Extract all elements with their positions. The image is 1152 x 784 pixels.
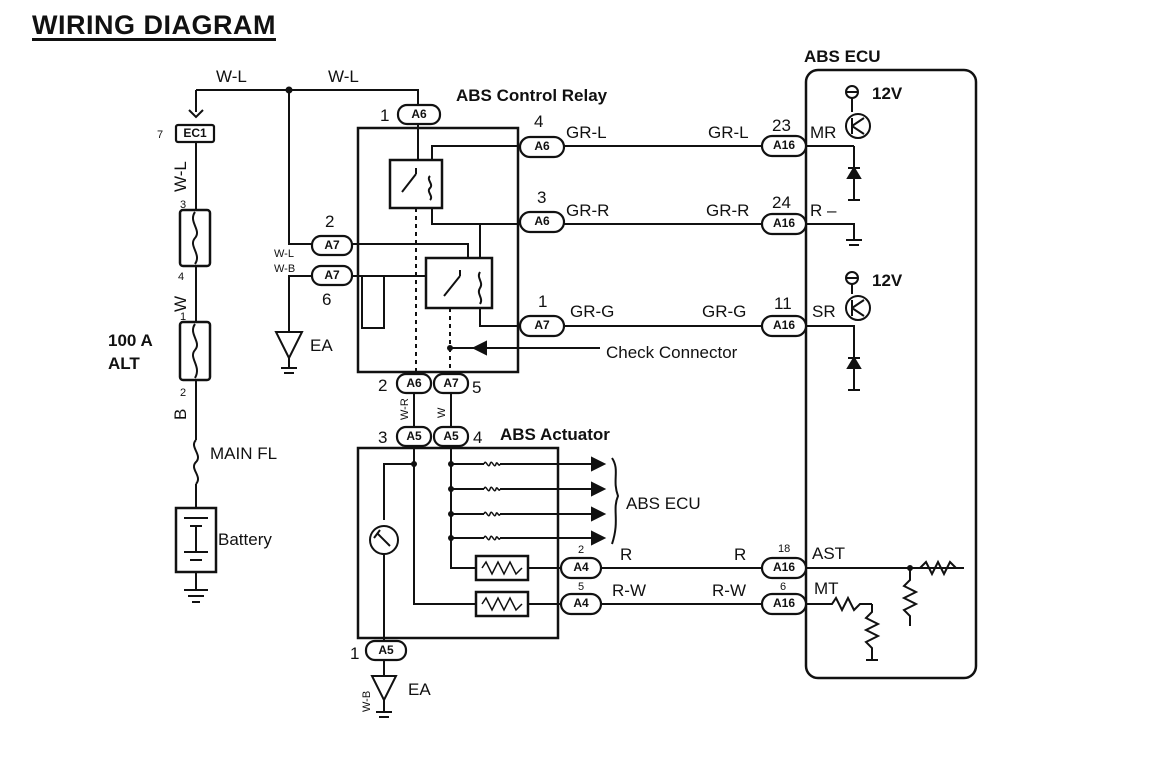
pin-relay-a6-4: 4 [534,112,543,131]
r-minus-label: R – [810,201,837,220]
actuator-title: ABS Actuator [500,425,610,444]
wire-fuse-to-alt: W [171,296,190,312]
sr-label: SR [812,302,836,321]
v12-sr-label: 12V [872,271,903,290]
wire-r-w-left: R-W [612,581,646,600]
relay-title: ABS Control Relay [456,86,608,105]
relay-a6-top-label: A6 [411,107,427,121]
wire-gr-r-left: GR-R [566,201,609,220]
relay-a7-1-label: A7 [534,318,550,332]
wire-a7-5-down: W [436,407,448,418]
wire-top-left: W-L [216,67,247,86]
check-connector-label: Check Connector [606,343,738,362]
relay-a7-left-upper-connector [310,234,354,257]
pin-ecu-mt: 6 [780,581,786,593]
wire-a6-2-down: W-R [399,398,411,420]
pin-relay-a7-left-lower: 6 [322,290,331,309]
mr-label: MR [810,123,836,142]
ea-actuator-label: EA [408,680,431,699]
ecu-title: ABS ECU [804,47,881,66]
wire-r-right: R [734,545,746,564]
main-fusible-link [193,439,199,485]
pin-ecu-ast: 18 [778,543,790,555]
act-a5-top-label: A5 [406,429,422,443]
relay-a6-bottom-label: A6 [406,376,422,390]
pin-act-a5-bottom: 1 [350,644,359,663]
abs-ecu-box [804,68,978,680]
page-title: WIRING DIAGRAM [32,10,276,40]
wire-gr-g-left: GR-G [570,302,614,321]
wire-relay-a7-lower: W-B [274,263,295,275]
main-fl-label: MAIN FL [210,444,277,463]
v12-mr-label: 12V [872,84,903,103]
pin-ecu-mr: 23 [772,116,791,135]
wire-r-w-right: R-W [712,581,746,600]
act-a5-right-label: A5 [443,429,459,443]
mt-label: MT [814,579,839,598]
ground-ea-actuator [370,675,398,703]
act-a5-bottom-connector [364,639,408,662]
pin-alt-bottom: 2 [180,387,186,399]
pin-relay-a7-bottom: 5 [472,378,481,397]
transistor-sr-icon [845,295,871,321]
relay-a6-4-label: A6 [534,139,550,153]
wire-gr-l-left: GR-L [566,123,607,142]
act-a4-lower-label: A4 [573,596,589,610]
ecu-a16-ast-label: A16 [773,560,795,574]
pin-relay-a7-left: 2 [325,212,334,231]
pin-relay-a6-top: 1 [380,106,389,125]
pin-relay-a6-3: 3 [537,188,546,207]
abs-ecu-side-label: ABS ECU [626,494,701,513]
act-a4-upper-label: A4 [573,560,589,574]
alt-label-1: 100 A [108,331,153,350]
relay-a7-left-upper-label: A7 [324,238,340,252]
pin-act-a4-upper: 2 [578,544,584,556]
relay-a7-bottom-label: A7 [443,376,459,390]
transistor-mr-icon [845,113,871,139]
wire-gr-l-right: GR-L [708,123,749,142]
relay-a6-3-connector [518,210,566,234]
battery-label: Battery [218,530,272,549]
relay-a6-top-connector [396,103,442,126]
wire-ec1-down: W-L [171,161,190,192]
wire-ground: W-B [361,691,373,712]
sensor-resistor-2 [474,590,530,618]
relay-a7-left-lower-label: A7 [324,268,340,282]
ast-label: AST [812,544,845,563]
relay-switch-1 [388,158,444,210]
pin-relay-a7-1: 1 [538,292,547,311]
pin-act-a5-right: 4 [473,428,482,447]
wire-gr-r-right: GR-R [706,201,749,220]
relay-a6-3-label: A6 [534,214,550,228]
ecu-a16-mr-label: A16 [773,138,795,152]
ea-relay-label: EA [310,336,333,355]
pin-act-a5-top: 3 [378,428,387,447]
pin-fuse-bottom: 4 [178,271,184,283]
sensor-resistor-1 [474,554,530,582]
wire-alt-to-main: B [171,409,190,420]
ecu-a16-r-label: A16 [773,216,795,230]
alt-label-2: ALT [108,354,140,373]
wire-relay-a7-upper: W-L [274,248,294,260]
pin-ec1: 7 [157,129,163,141]
ecu-a16-mt-label: A16 [773,596,795,610]
pin-relay-a6-bottom: 2 [378,376,387,395]
relay-switch-2 [424,256,494,310]
ground-ea-relay [274,331,304,361]
wire-top-right: W-L [328,67,359,86]
abs-actuator [356,446,620,642]
wire-r-left: R [620,545,632,564]
pin-ecu-r: 24 [772,193,791,212]
pin-act-a4-lower: 5 [578,581,584,593]
pin-alt-top: 1 [180,311,186,323]
power-supply-chain: EC1 [174,86,419,603]
ecu-a16-sr-label: A16 [773,318,795,332]
ec1-connector-label: EC1 [183,126,207,140]
act-a5-bottom-label: A5 [378,643,394,657]
wire-gr-g-right: GR-G [702,302,746,321]
abs-control-relay [346,118,600,374]
pin-ecu-sr: 11 [774,294,792,313]
pin-fuse-top: 3 [180,199,186,211]
